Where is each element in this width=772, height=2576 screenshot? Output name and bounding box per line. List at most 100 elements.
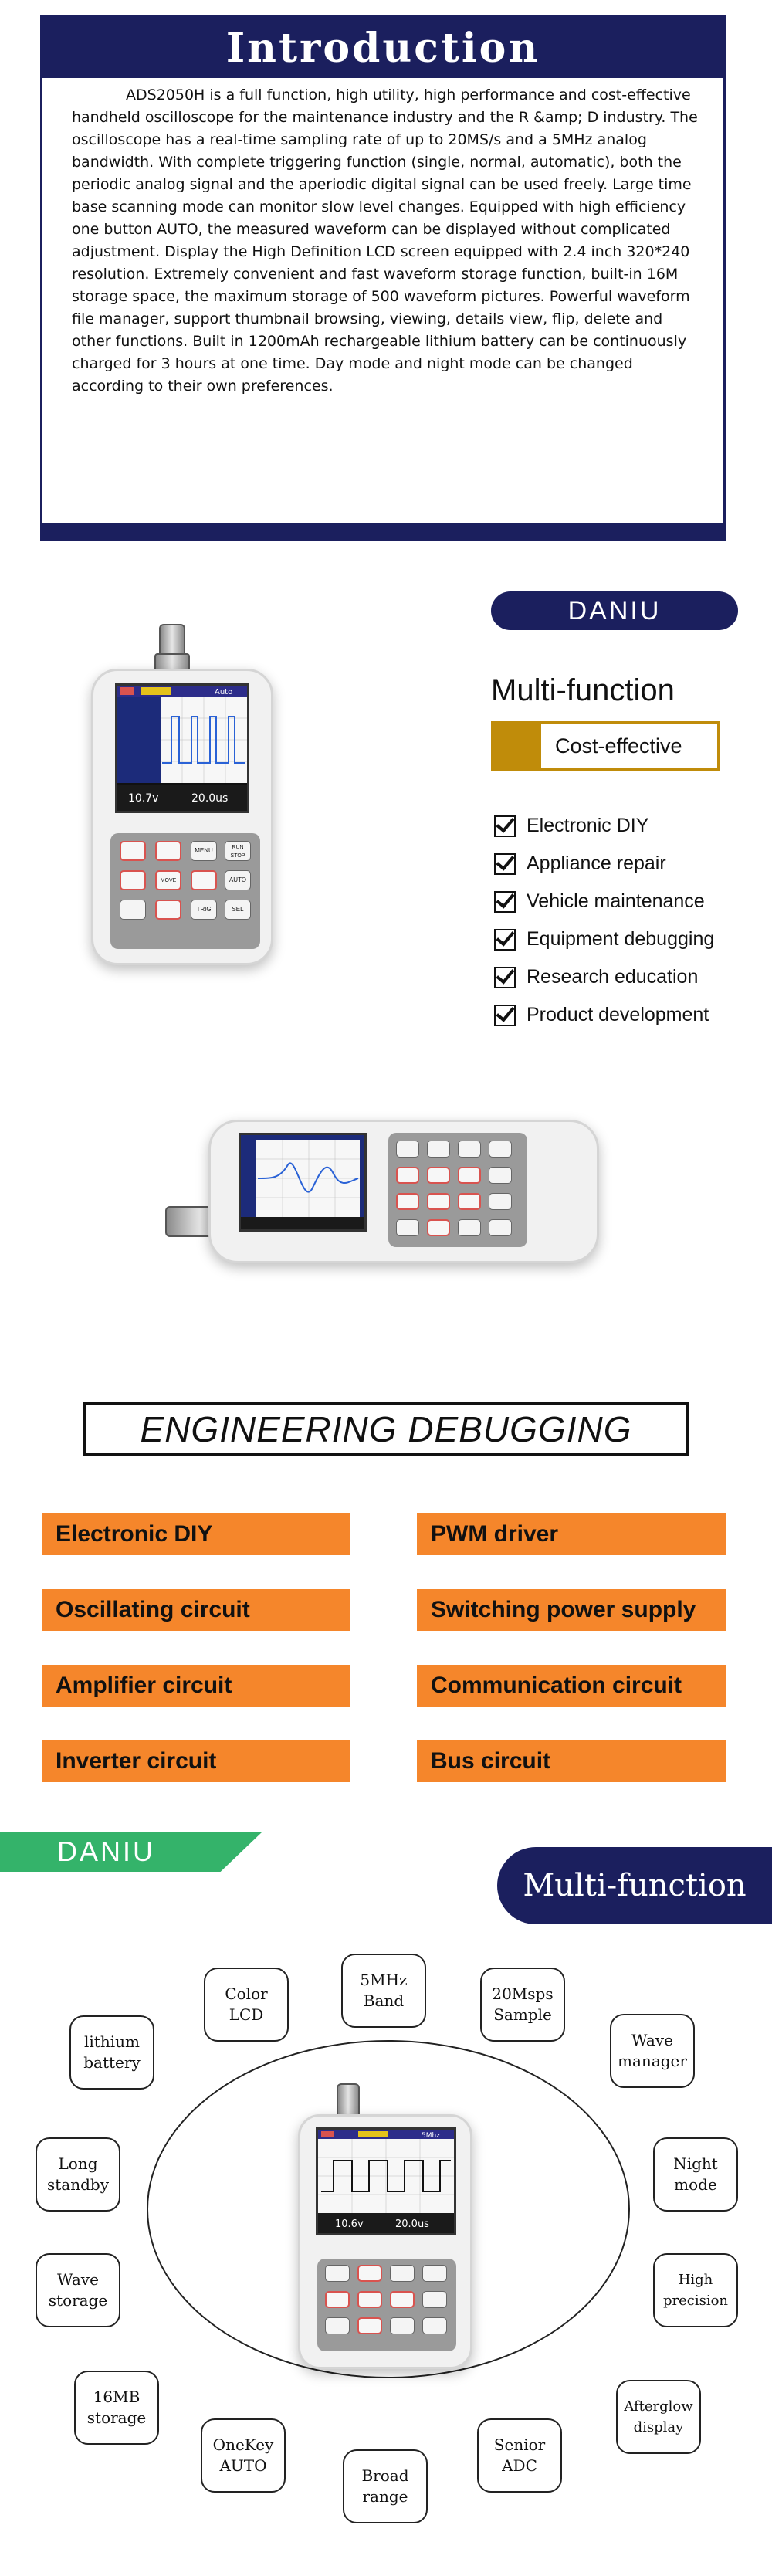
key-up[interactable] [357, 2265, 382, 2282]
checkbox-checked-icon [494, 852, 516, 875]
key-menu[interactable] [390, 2265, 415, 2282]
key-right[interactable] [390, 2291, 415, 2308]
introduction-text: ADS2050H is a full function, high utilit… [72, 86, 698, 395]
screen-timebase-readout: 20.0us [191, 792, 228, 805]
key-move[interactable] [357, 2291, 382, 2308]
features-ellipse [147, 2040, 630, 2378]
key-auto[interactable] [422, 2291, 447, 2308]
device-body: Auto 10.7v 20.0us MENU RUN STOP MOVE AU [91, 669, 273, 965]
application-item: Electronic DIY [42, 1513, 350, 1555]
key-trig[interactable] [390, 2317, 415, 2334]
multi-function-title: Multi-function [491, 673, 675, 707]
key-right[interactable] [458, 1193, 481, 1210]
checkbox-checked-icon [494, 928, 516, 951]
device-body: 5Mhz 10.6v 20.0us [298, 2114, 472, 2369]
screen-mode-label: Auto [215, 688, 232, 697]
key-sel[interactable]: SEL [225, 900, 251, 920]
checklist-label: Vehicle maintenance [527, 890, 705, 912]
checklist-item: Appliance repair [494, 845, 714, 883]
engineering-title: ENGINEERING DEBUGGING [140, 1409, 632, 1449]
introduction-panel: Introduction ADS2050H is a full function… [40, 15, 726, 541]
checkbox-checked-icon [494, 966, 516, 988]
feature-wave-storage: Wave storage [36, 2253, 120, 2327]
feature-high-precision: High precision [653, 2253, 738, 2327]
key-left[interactable] [325, 2291, 350, 2308]
key-function[interactable] [120, 900, 146, 920]
key[interactable] [427, 1141, 450, 1158]
key[interactable] [458, 1141, 481, 1158]
key-left[interactable] [120, 870, 146, 890]
feature-night-mode: Night mode [653, 2137, 738, 2212]
checklist-label: Electronic DIY [527, 815, 649, 836]
checkbox-checked-icon [494, 1004, 516, 1026]
feature-sample-rate: 20Msps Sample [480, 1968, 565, 2042]
application-item: Communication circuit [417, 1665, 726, 1707]
key[interactable] [489, 1219, 512, 1236]
device-screen-graphic: 5Mhz 10.6v 20.0us [318, 2130, 454, 2233]
key-move[interactable] [427, 1193, 450, 1210]
key[interactable] [489, 1167, 512, 1184]
checklist-item: Research education [494, 958, 714, 996]
key-right[interactable] [191, 870, 217, 890]
feature-color-lcd: Color LCD [204, 1968, 289, 2042]
introduction-title: Introduction [225, 24, 540, 72]
key-run-stop[interactable] [422, 2265, 447, 2282]
application-item: Oscillating circuit [42, 1589, 350, 1631]
key[interactable] [427, 1167, 450, 1184]
key[interactable] [458, 1219, 481, 1236]
screen-trigger-readout: 10.6v [335, 2218, 364, 2230]
feature-storage-capacity: 16MB storage [74, 2371, 159, 2445]
checkbox-checked-icon [494, 890, 516, 913]
key-down[interactable] [155, 900, 181, 920]
key[interactable] [489, 1141, 512, 1158]
feature-senior-adc: Senior ADC [477, 2418, 562, 2493]
key-down[interactable] [427, 1219, 450, 1236]
key-run-stop[interactable]: RUN STOP [225, 841, 251, 861]
application-item: Switching power supply [417, 1589, 726, 1631]
feature-broad-range: Broad range [343, 2449, 428, 2523]
feature-long-standby: Long standby [36, 2137, 120, 2212]
key[interactable] [325, 2265, 350, 2282]
key[interactable] [489, 1193, 512, 1210]
screen-trigger-readout: 10.7v [128, 792, 158, 805]
device-screen: 5Mhz 10.6v 20.0us [316, 2127, 456, 2235]
checklist-item: Vehicle maintenance [494, 883, 714, 920]
feature-bandwidth: 5MHz Band [341, 1954, 426, 2028]
checklist-label: Appliance repair [527, 852, 666, 874]
checklist-label: Product development [527, 1004, 709, 1025]
device-screen: Auto 10.7v 20.0us [115, 683, 249, 813]
key-move[interactable]: MOVE [155, 870, 181, 890]
application-item: Inverter circuit [42, 1740, 350, 1782]
key-down[interactable] [357, 2317, 382, 2334]
key-menu[interactable]: MENU [191, 841, 217, 861]
introduction-bottom-bar [42, 523, 723, 538]
key-up[interactable] [396, 1167, 419, 1184]
device-body [208, 1120, 599, 1263]
checklist-label: Research education [527, 966, 699, 988]
key-trig[interactable]: TRIG [191, 900, 217, 920]
application-item: Amplifier circuit [42, 1665, 350, 1707]
screen-mode-label: 5Mhz [422, 2132, 440, 2140]
key[interactable] [396, 1141, 419, 1158]
key[interactable] [458, 1167, 481, 1184]
key-left[interactable] [396, 1193, 419, 1210]
key-auto[interactable]: AUTO [225, 870, 251, 890]
key-function[interactable] [325, 2317, 350, 2334]
key-sel[interactable] [422, 2317, 447, 2334]
checklist-item: Electronic DIY [494, 807, 714, 845]
introduction-title-bar: Introduction [42, 18, 723, 78]
screen-timebase-readout: 20.0us [395, 2218, 429, 2230]
checklist-item: Product development [494, 996, 714, 1034]
application-item: PWM driver [417, 1513, 726, 1555]
checklist-item: Equipment debugging [494, 920, 714, 958]
cost-effective-badge: Cost-effective [491, 721, 720, 771]
device-keypad: MENU RUN STOP MOVE AUTO TRIG SEL [110, 833, 260, 949]
key[interactable] [396, 1219, 419, 1236]
key-up[interactable] [155, 841, 181, 861]
key-left-up[interactable] [120, 841, 146, 861]
application-item: Bus circuit [417, 1740, 726, 1782]
checklist-label: Equipment debugging [527, 928, 715, 950]
device-screen-graphic: Auto 10.7v 20.0us [117, 686, 247, 811]
badge-label: Cost-effective [555, 734, 682, 758]
device-screen-graphic [241, 1135, 364, 1229]
